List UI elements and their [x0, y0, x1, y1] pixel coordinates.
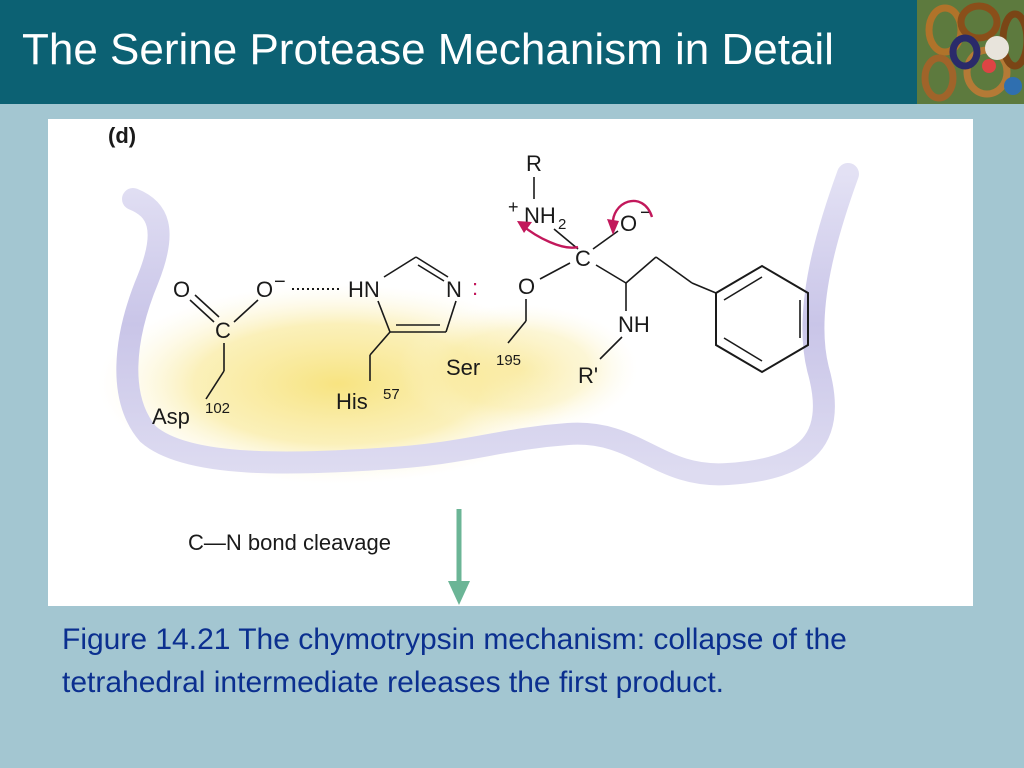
figure-panel: (d) O C O − Asp 102 HN N : — [48, 119, 973, 606]
protein-structure-thumbnail-icon — [917, 0, 1024, 104]
panel-label: (d) — [108, 123, 136, 148]
phenyl-ring — [691, 264, 809, 374]
reaction-step-arrow — [448, 509, 470, 605]
asp-residue-number: 102 — [205, 400, 230, 417]
arrow-heads — [517, 219, 619, 235]
tetrahedral-intermediate: R + NH 2 C O − NH R' — [508, 151, 693, 388]
tetrahedral-carbon: C — [575, 246, 591, 271]
slide-title: The Serine Protease Mechanism in Detail — [22, 25, 834, 74]
binding-pocket-highlight — [98, 284, 638, 484]
asp102-residue: O C O − Asp 102 — [152, 271, 286, 429]
asp-anion-oxygen: O — [256, 277, 273, 302]
his-hn-label: HN — [348, 277, 380, 302]
his-lone-pair: : — [472, 275, 478, 300]
amine-subscript: 2 — [558, 216, 566, 233]
oxyanion-oxygen: O — [620, 211, 637, 236]
ser195-residue: O Ser 195 — [446, 262, 571, 380]
asp-negative-charge: − — [274, 271, 286, 293]
step-label: C—N bond cleavage — [188, 530, 391, 555]
ser-residue-number: 195 — [496, 352, 521, 369]
asp-carboxyl-carbon: C — [215, 318, 231, 343]
ser-residue-name: Ser — [446, 355, 480, 380]
r-prime-group: R' — [578, 363, 598, 388]
amine-plus-charge: + — [508, 197, 519, 217]
his-residue-number: 57 — [383, 386, 400, 403]
his-residue-name: His — [336, 389, 368, 414]
asp-carbonyl-oxygen: O — [173, 277, 190, 302]
oxyanion-charge: − — [640, 202, 652, 224]
his57-residue: HN N : His 57 — [336, 256, 478, 414]
ser-oxygen: O — [518, 274, 535, 299]
amide-nh-label: NH — [618, 312, 650, 337]
substrate-r-group: R — [526, 151, 542, 176]
figure-caption: Figure 14.21 The chymotrypsin mechanism:… — [62, 623, 847, 699]
title-bar: The Serine Protease Mechanism in Detail — [0, 0, 1024, 104]
his-n-label: N — [446, 277, 462, 302]
asp-residue-name: Asp — [152, 404, 190, 429]
mechanism-diagram: (d) O C O − Asp 102 HN N : — [98, 123, 859, 605]
protein-surface-band — [116, 163, 859, 486]
